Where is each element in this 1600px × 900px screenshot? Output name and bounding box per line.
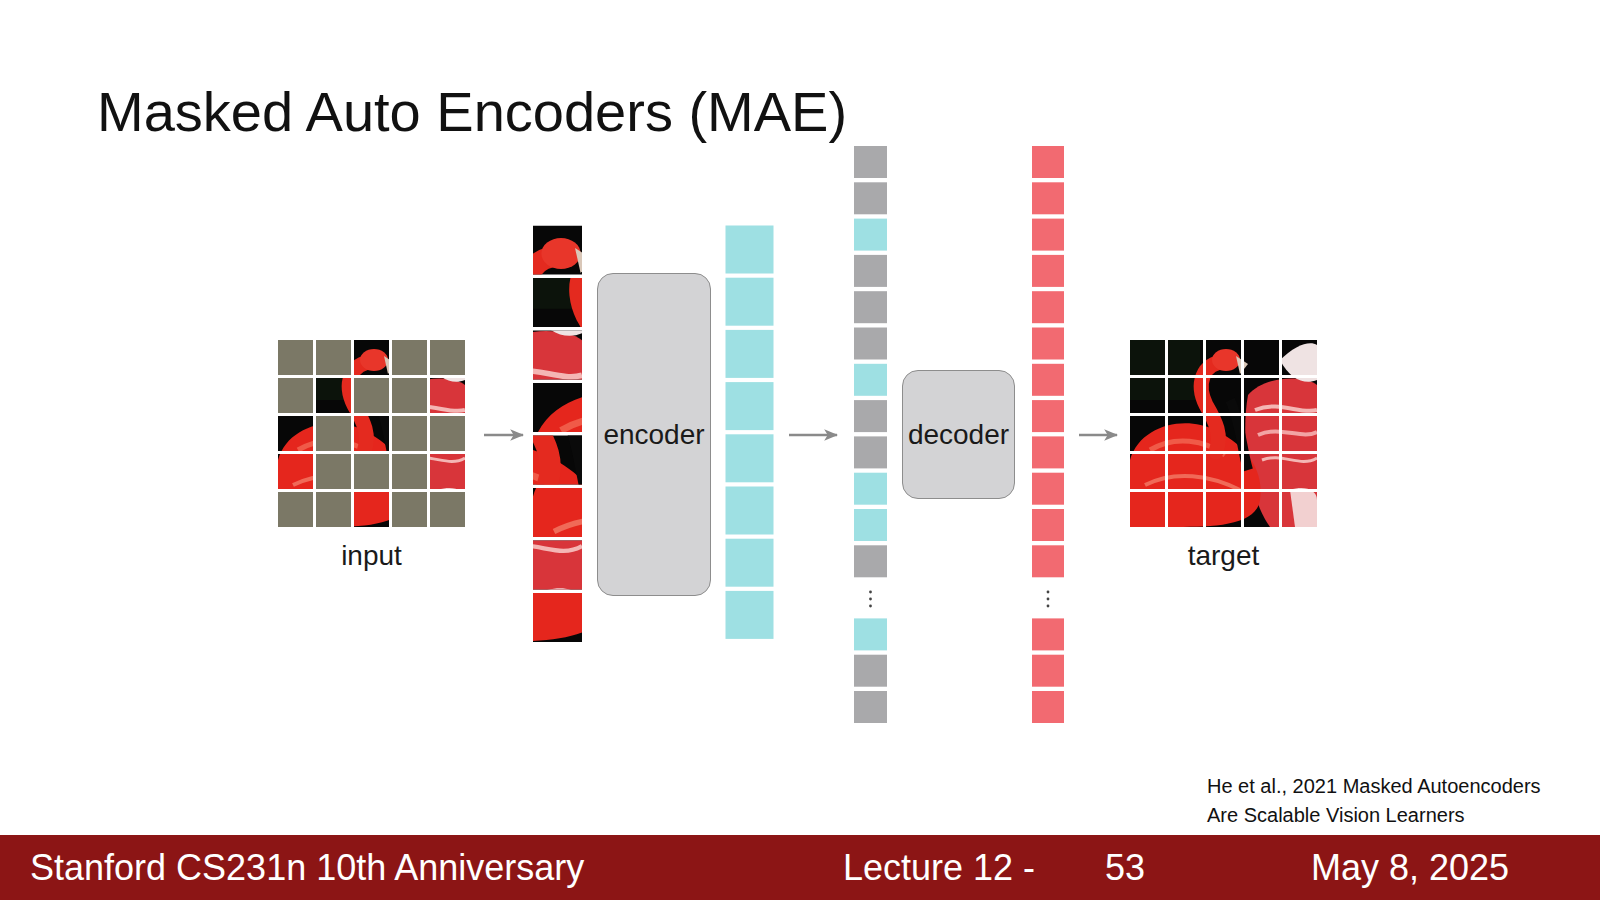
masked-patch [392,454,427,489]
node-label: input [341,540,402,572]
flow-arrow [711,434,902,437]
encoded-token [854,509,887,541]
target-grid: target [1130,340,1317,527]
ellipsis-dot [869,591,872,594]
encoded-token [854,473,887,505]
grid-gap [1279,340,1282,527]
grid-gap [1130,489,1317,492]
reconstructed-token [1032,400,1064,432]
input-grid: input [278,340,465,527]
ellipsis-dot [1047,605,1050,608]
encoded-token [726,434,774,482]
masked-patch [316,340,351,375]
encoded-token [726,591,774,639]
grid-gap [1130,375,1317,378]
grid-gap [1165,340,1168,527]
citation: He et al., 2021 Masked Autoencoders Are … [1207,772,1557,830]
flow-arrow [465,434,597,437]
mask-token [854,400,887,432]
footer-page-number: 53 [1105,835,1145,900]
masked-patch [278,340,313,375]
mask-token [854,655,887,687]
slide-title: Masked Auto Encoders (MAE) [97,84,847,140]
grid-gap [278,451,465,454]
ellipsis-dot [869,605,872,608]
masked-patch [392,378,427,413]
masked-patch [430,340,465,375]
masked-patch [354,454,389,489]
reconstructed-token [1032,655,1064,687]
grid-gap [389,340,392,527]
encoded-token [726,382,774,430]
grid-gap [427,340,430,527]
encoded-token [854,364,887,396]
encoded-token [726,330,774,378]
reconstructed-token [1032,509,1064,541]
encoded-token [726,278,774,326]
reconstructed-token [1032,255,1064,287]
patch-grid-image [278,340,465,527]
node-label: target [1188,540,1260,572]
masked-patch [430,492,465,527]
reconstructed-token [1032,291,1064,323]
mask-token [854,255,887,287]
mask-token [854,545,887,577]
grid-gap [278,375,465,378]
mask-token [854,182,887,214]
reconstructed-token [1032,473,1064,505]
node-label: decoder [908,419,1009,451]
reconstructed-token [1032,219,1064,251]
mask-token [854,436,887,468]
node-label: encoder [603,419,704,451]
ellipsis-dot [1047,591,1050,594]
reconstructed-token [1032,618,1064,650]
encoded-token [854,618,887,650]
grid-gap [1130,451,1317,454]
masked-patch [392,416,427,451]
patch-grid-image [1130,340,1317,527]
footer-bar [0,835,1600,900]
ellipsis-dot [1047,598,1050,601]
grid-gap [278,489,465,492]
footer-lecture: Lecture 12 - [843,835,1035,900]
grid-gap [1203,340,1206,527]
ellipsis-dot [869,598,872,601]
masked-patch [316,492,351,527]
reconstructed-token [1032,691,1064,723]
mask-token [854,328,887,360]
decoder-box: decoder [902,370,1015,499]
encoded-token [726,226,774,274]
grid-gap [313,340,316,527]
mask-token [854,146,887,178]
mask-token [854,291,887,323]
masked-patch [316,416,351,451]
masked-patch [278,378,313,413]
grid-gap [1130,413,1317,416]
grid-gap [351,340,354,527]
masked-patch [430,416,465,451]
encoded-token [854,219,887,251]
footer-course: Stanford CS231n 10th Anniversary [30,835,584,900]
reconstructed-token [1032,545,1064,577]
flow-arrow [1015,434,1130,437]
reconstructed-token [1032,364,1064,396]
encoder-box: encoder [597,273,711,596]
reconstructed-token [1032,182,1064,214]
masked-patch [354,378,389,413]
grid-gap [1241,340,1244,527]
reconstructed-token [1032,436,1064,468]
grid-gap [278,413,465,416]
reconstructed-token [1032,146,1064,178]
reconstructed-token [1032,328,1064,360]
encoded-token [726,539,774,587]
encoded-token [726,487,774,535]
masked-patch [392,340,427,375]
masked-patch [392,492,427,527]
patch-illustration [278,146,1317,723]
mask-token [854,691,887,723]
footer-date: May 8, 2025 [1311,835,1509,900]
masked-patch [316,454,351,489]
masked-patch [278,492,313,527]
